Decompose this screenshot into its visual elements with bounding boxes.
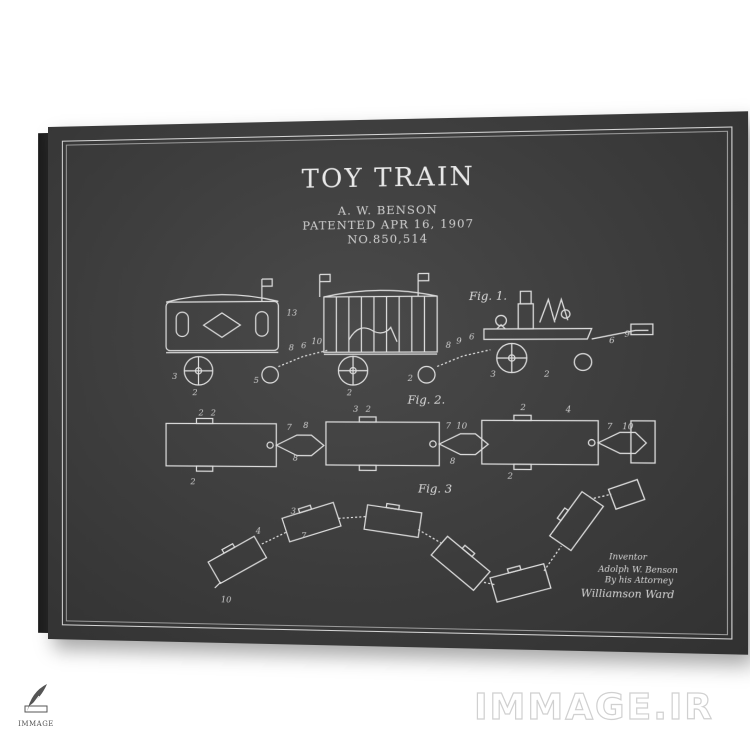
patent-drawing: 13 3 2 5 8 6 10 2 2 8 9 6 3 2 6 9 2 <box>48 111 678 605</box>
svg-text:2: 2 <box>191 388 197 397</box>
logo-text: IMMAGE <box>18 720 54 728</box>
svg-text:6: 6 <box>469 332 474 341</box>
svg-text:2: 2 <box>189 477 195 486</box>
svg-text:2: 2 <box>543 369 550 378</box>
car-2-cage <box>320 273 437 385</box>
svg-text:4: 4 <box>565 405 572 414</box>
svg-text:7: 7 <box>446 421 452 430</box>
svg-text:8: 8 <box>446 341 451 350</box>
svg-text:9: 9 <box>624 329 630 339</box>
fig2-plan-view <box>166 414 655 474</box>
svg-text:3: 3 <box>291 507 296 516</box>
fig1-label: Fig. 1. <box>468 289 507 303</box>
svg-text:10: 10 <box>311 337 322 346</box>
svg-text:8: 8 <box>293 453 298 462</box>
svg-text:6: 6 <box>301 341 306 350</box>
svg-text:5: 5 <box>254 376 259 385</box>
svg-text:10: 10 <box>622 422 633 432</box>
svg-text:6: 6 <box>609 336 615 346</box>
canvas-face: TOY TRAIN A. W. BENSON PATENTED APR 16, … <box>48 111 749 655</box>
inventor-caption: Inventor <box>608 552 648 562</box>
svg-text:3: 3 <box>172 372 177 381</box>
signature: Williamson Ward <box>581 588 675 601</box>
svg-text:9: 9 <box>456 336 461 345</box>
svg-text:13: 13 <box>287 308 298 317</box>
svg-text:2: 2 <box>197 408 203 417</box>
car-1 <box>166 279 278 385</box>
svg-text:3: 3 <box>353 405 358 414</box>
site-logo: IMMAGE <box>14 680 58 740</box>
svg-text:7: 7 <box>607 422 614 432</box>
fig3-label: Fig. 3 <box>417 482 452 496</box>
attorney-line: By his Attorney <box>604 575 674 586</box>
inventor-name: Adolph W. Benson <box>597 564 678 575</box>
svg-text:2: 2 <box>210 408 216 417</box>
fig1-side-view <box>166 271 653 385</box>
svg-text:2: 2 <box>346 388 352 397</box>
part-numbers: 13 3 2 5 8 6 10 2 2 8 9 6 3 2 6 9 2 <box>172 308 633 604</box>
svg-text:3: 3 <box>490 369 495 378</box>
feather-logo-icon <box>24 684 48 713</box>
svg-text:2: 2 <box>365 405 371 414</box>
svg-text:10: 10 <box>456 421 467 430</box>
svg-text:7: 7 <box>301 531 307 540</box>
svg-text:2: 2 <box>506 471 513 480</box>
fig2-label: Fig. 2. <box>407 393 446 407</box>
svg-text:7: 7 <box>287 423 293 432</box>
watermark-text: IMMAGE.IR <box>474 686 714 728</box>
svg-text:8: 8 <box>450 456 455 465</box>
canvas-print: TOY TRAIN A. W. BENSON PATENTED APR 16, … <box>38 111 749 655</box>
svg-text:10: 10 <box>221 595 231 604</box>
svg-text:2: 2 <box>519 403 526 412</box>
svg-text:2: 2 <box>407 374 413 383</box>
svg-text:8: 8 <box>289 343 294 352</box>
svg-text:4: 4 <box>255 527 261 536</box>
svg-text:8: 8 <box>303 421 308 430</box>
